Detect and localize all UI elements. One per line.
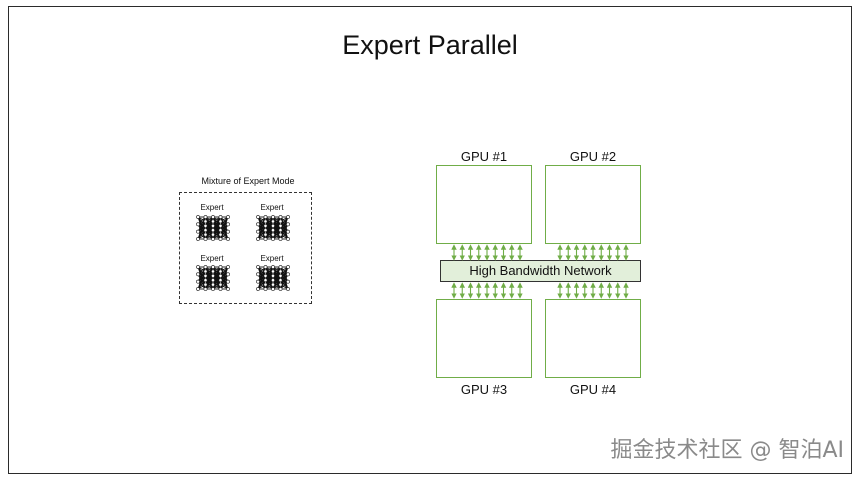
expert-label-3: Expert	[200, 254, 224, 263]
neural-network-icon	[196, 215, 230, 241]
expert-label-2: Expert	[260, 203, 284, 212]
gpu-box-1	[436, 165, 532, 244]
gpu-label-1: GPU #1	[460, 149, 508, 164]
gpu-box-3	[436, 299, 532, 378]
expert-label-4: Expert	[260, 254, 284, 263]
slide-frame	[8, 6, 852, 474]
neural-network-icon	[256, 265, 290, 291]
gpu-box-2	[545, 165, 641, 244]
high-bandwidth-network: High Bandwidth Network	[440, 260, 641, 282]
moe-container	[179, 192, 312, 304]
watermark-text: 掘金技术社区 @ 智泊AI	[610, 438, 844, 463]
neural-network-icon	[256, 215, 290, 241]
expert-label-1: Expert	[200, 203, 224, 212]
moe-title: Mixture of Expert Mode	[195, 175, 301, 187]
gpu-box-4	[545, 299, 641, 378]
gpu-label-4: GPU #4	[569, 382, 617, 397]
gpu-label-2: GPU #2	[569, 149, 617, 164]
gpu-label-3: GPU #3	[460, 382, 508, 397]
page-title: Expert Parallel	[342, 30, 518, 60]
neural-network-icon	[196, 265, 230, 291]
